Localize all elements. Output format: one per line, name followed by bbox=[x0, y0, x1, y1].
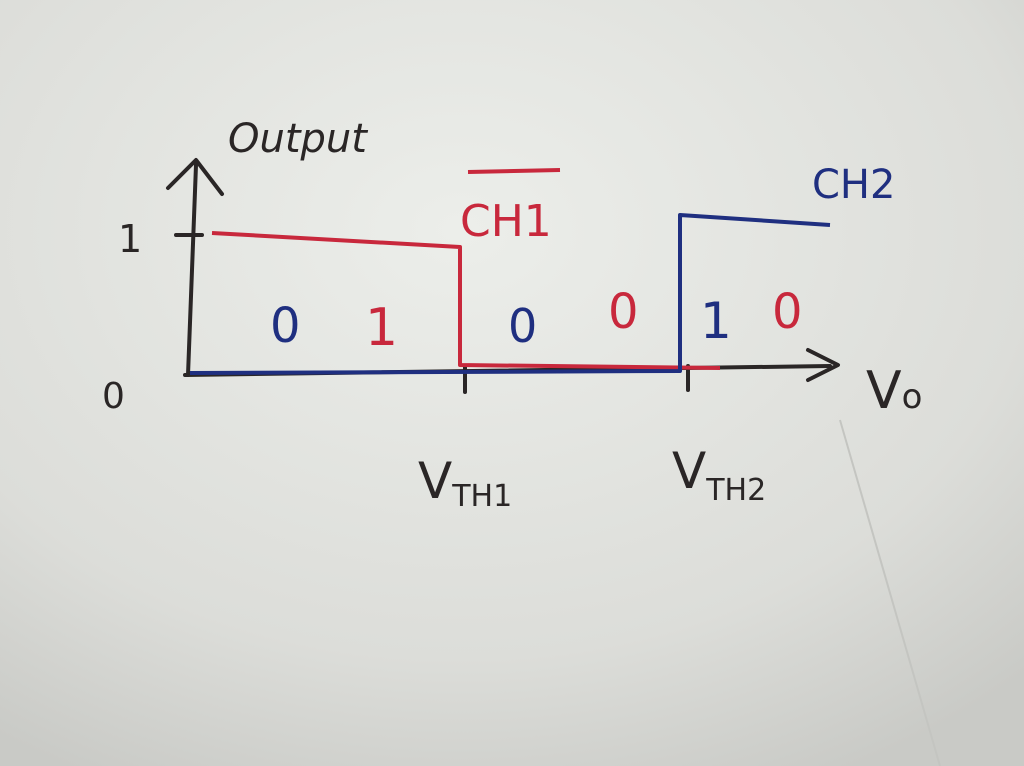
region3-ch1-value: 0 bbox=[772, 284, 803, 340]
y-axis bbox=[186, 163, 198, 377]
y-tick-low-label: 0 bbox=[102, 376, 125, 417]
x-axis-label: Vo bbox=[866, 361, 922, 421]
ch1-label: CH1 bbox=[460, 196, 552, 247]
vth1-label: VTH1 bbox=[418, 452, 512, 514]
vth2-label: VTH2 bbox=[672, 442, 766, 508]
ch2-label: CH2 bbox=[812, 162, 895, 208]
paper-crease bbox=[839, 419, 941, 766]
ch1-trace bbox=[211, 168, 721, 370]
region2-ch1-value: 0 bbox=[608, 284, 639, 340]
y-axis-arrow-icon bbox=[166, 158, 224, 196]
region2-ch2-value: 0 bbox=[508, 299, 537, 353]
region1-ch2-value: 0 bbox=[270, 298, 301, 354]
x-axis-arrow-icon bbox=[806, 348, 840, 382]
y-tick-high-label: 1 bbox=[118, 217, 142, 261]
region1-ch1-value: 1 bbox=[365, 298, 398, 358]
ch1-overbar bbox=[467, 168, 561, 174]
ch2-trace bbox=[189, 213, 831, 375]
y-axis-label: Output bbox=[228, 116, 368, 162]
region3-ch2-value: 1 bbox=[700, 292, 732, 350]
